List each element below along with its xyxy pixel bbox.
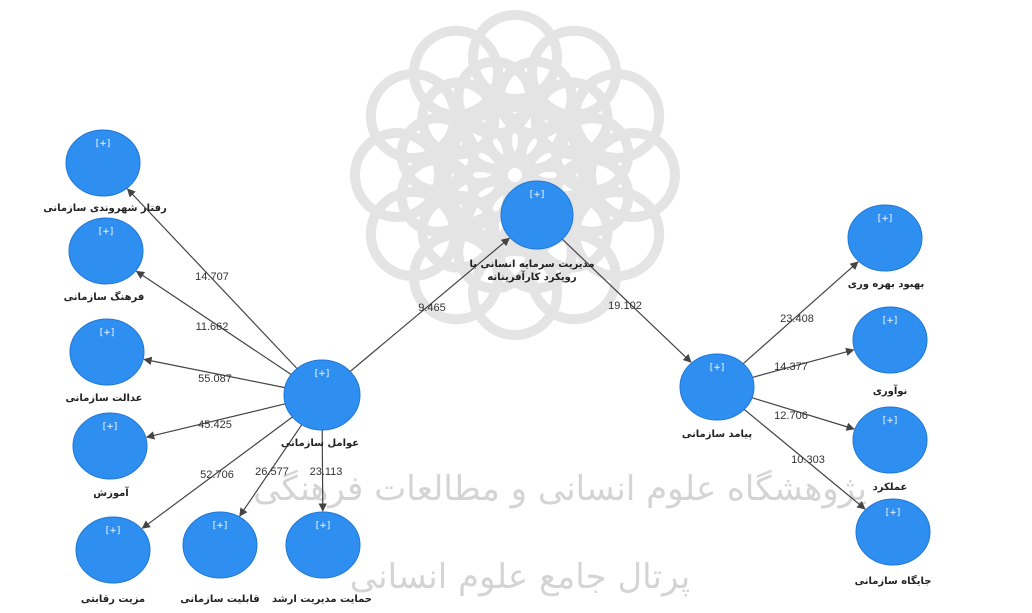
node-cul[interactable]: [+] فرهنگ سازمانی — [64, 217, 145, 303]
node-label: مدیریت سرمایه انسانی با — [469, 259, 594, 270]
node-expand-tag[interactable]: [+] — [100, 328, 115, 338]
node-sup[interactable]: [+] حمایت مدیریت ارشد — [272, 511, 372, 605]
node-circle[interactable] — [847, 204, 923, 272]
node-expand-tag[interactable]: [+] — [99, 227, 114, 237]
node-label: پیامد سازمانی — [682, 429, 752, 440]
edge-ind-cap — [239, 424, 303, 517]
node-inno[interactable]: [+] نوآوری — [852, 306, 928, 397]
edge-weight-ind-cul: 11.662 — [196, 321, 229, 333]
node-jus[interactable]: [+] عدالت سازمانی — [65, 318, 145, 404]
node-label: رفتار شهروندی سازمانی — [43, 203, 167, 214]
node-label: نوآوری — [873, 384, 908, 397]
watermark-petal — [570, 69, 665, 163]
node-out[interactable]: [+] پیامد سازمانی — [679, 353, 755, 440]
edge-weight-ind-sup: 23.113 — [310, 466, 343, 478]
node-expand-tag[interactable]: [+] — [878, 214, 893, 224]
edge-hrm-out — [561, 238, 692, 363]
node-expand-tag[interactable]: [+] — [315, 369, 330, 379]
node-circle[interactable] — [182, 511, 258, 579]
edge-ind-sup — [318, 429, 327, 512]
watermark-petal — [350, 128, 444, 222]
edge-weight-hrm-out: 19.102 — [608, 300, 642, 312]
node-label: بهبود بهره وری — [848, 279, 924, 290]
edge-out-stat — [743, 408, 866, 510]
edge-ind-comp — [141, 416, 293, 529]
edges-layer: 14.707 11.662 55.087 45.425 52.706 26.577 23.1… — [126, 188, 866, 529]
watermark-text: پژوهشگاه علوم انسانی و مطالعات فرهنگی پر… — [253, 469, 867, 597]
node-cit[interactable]: [+] رفتار شهروندی سازمانی — [43, 129, 167, 214]
watermark-petal — [586, 128, 680, 222]
node-circle[interactable] — [283, 359, 361, 431]
edge-ind-hrm — [349, 237, 510, 372]
node-label: فرهنگ سازمانی — [64, 291, 145, 303]
node-expand-tag[interactable]: [+] — [883, 316, 898, 326]
node-circle[interactable] — [285, 511, 361, 579]
node-label: قابلیت سازمانی — [180, 594, 259, 605]
watermark-petal — [468, 10, 562, 104]
node-label: آموزش — [93, 486, 129, 499]
edge-weight-ind-cap: 26.577 — [255, 466, 289, 478]
edge-weight-out-stat: 10.303 — [791, 454, 825, 466]
edge-weight-ind-hrm: 9.465 — [418, 302, 446, 314]
edge-ind-cul — [135, 270, 292, 375]
node-circle[interactable] — [679, 353, 755, 421]
edge-ind-jus — [143, 356, 286, 389]
watermark-petal — [527, 230, 621, 325]
node-label: رویکرد کارآفرینانه — [487, 270, 577, 283]
edge-ind-edu — [145, 403, 286, 440]
node-expand-tag[interactable]: [+] — [883, 416, 898, 426]
node-prod[interactable]: [+] بهبود بهره وری — [847, 204, 924, 290]
node-circle[interactable] — [75, 516, 151, 584]
node-label: حمایت مدیریت ارشد — [272, 594, 372, 605]
node-ind[interactable]: [+] عوامل سازمانی — [281, 359, 361, 449]
node-label: عوامل سازمانی — [281, 438, 359, 449]
node-circle[interactable] — [65, 129, 141, 197]
node-label: جایگاه سازمانی — [855, 574, 932, 587]
node-expand-tag[interactable]: [+] — [886, 508, 901, 518]
node-expand-tag[interactable]: [+] — [530, 190, 545, 200]
edge-weight-out-inno: 14.377 — [774, 361, 808, 373]
edge-out-inno — [752, 347, 855, 378]
node-circle[interactable] — [852, 306, 928, 374]
node-expand-tag[interactable]: [+] — [106, 526, 121, 536]
watermark-rosette-logo — [350, 10, 680, 340]
node-comp[interactable]: [+] مزیت رقابتی — [75, 516, 151, 605]
node-label: عدالت سازمانی — [65, 393, 142, 404]
watermark-line-1: پژوهشگاه علوم انسانی و مطالعات فرهنگی — [253, 469, 867, 509]
node-expand-tag[interactable]: [+] — [710, 363, 725, 373]
node-circle[interactable] — [69, 318, 145, 386]
edge-out-prod — [742, 261, 859, 365]
node-cap[interactable]: [+] قابلیت سازمانی — [180, 511, 260, 605]
edge-weight-ind-cit: 14.707 — [195, 271, 229, 283]
node-expand-tag[interactable]: [+] — [213, 521, 228, 531]
edge-weight-out-prod: 23.408 — [780, 313, 814, 325]
node-circle[interactable] — [852, 406, 928, 474]
edge-weight-out-perf: 12.706 — [774, 410, 808, 422]
edge-out-perf — [751, 397, 855, 431]
edge-ind-cit — [126, 188, 298, 370]
node-expand-tag[interactable]: [+] — [96, 139, 111, 149]
edge-weight-ind-edu: 45.425 — [198, 419, 232, 431]
node-expand-tag[interactable]: [+] — [316, 521, 331, 531]
edge-weight-ind-comp: 52.706 — [200, 469, 234, 481]
node-label: مزیت رقابتی — [81, 594, 145, 605]
node-circle[interactable] — [68, 217, 144, 285]
node-edu[interactable]: [+] آموزش — [72, 412, 148, 499]
node-circle[interactable] — [72, 412, 148, 480]
node-stat[interactable]: [+] جایگاه سازمانی — [855, 498, 932, 587]
node-circle[interactable] — [855, 498, 931, 566]
edge-weight-ind-jus: 55.087 — [198, 373, 232, 385]
node-perf[interactable]: [+] عملکرد — [852, 406, 928, 493]
watermark-petal — [365, 187, 460, 281]
node-label: عملکرد — [873, 482, 908, 493]
node-circle[interactable] — [500, 180, 574, 250]
watermark-petal — [409, 25, 503, 120]
node-expand-tag[interactable]: [+] — [103, 422, 118, 432]
watermark-petal — [468, 246, 562, 340]
watermark-line-2: پرتال جامع علوم انسانی — [350, 557, 690, 597]
